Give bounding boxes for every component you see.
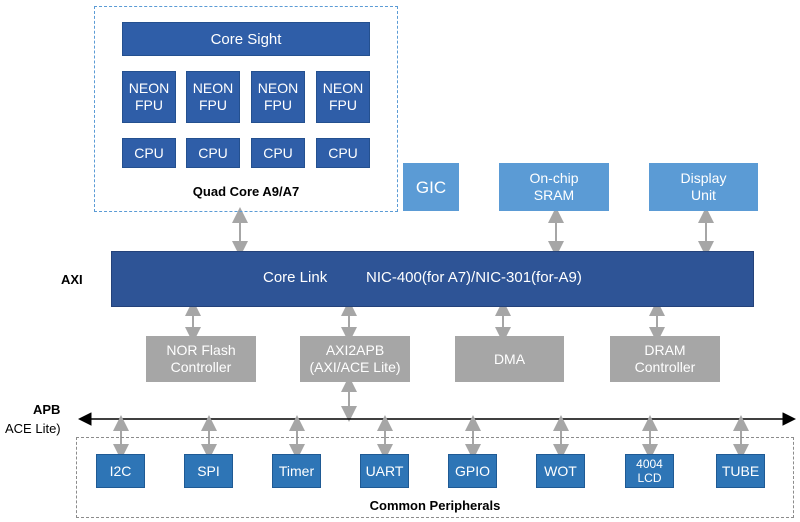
nor-flash-controller-block: NOR Flash Controller <box>146 336 256 382</box>
peripherals-title: Common Peripherals <box>369 498 501 513</box>
peripheral-spi: SPI <box>184 454 233 488</box>
cluster-title: Quad Core A9/A7 <box>192 184 300 199</box>
core-link-bus <box>111 251 754 307</box>
neon-fpu-block-3: NEON FPU <box>251 71 305 123</box>
apb-label: APB <box>33 402 61 417</box>
core-link-label: Core Link <box>263 269 328 286</box>
peripheral-4004-lcd: 4004 LCD <box>625 454 674 488</box>
cpu-block-1: CPU <box>122 138 176 168</box>
peripheral-wot: WOT <box>536 454 585 488</box>
peripheral-gpio: GPIO <box>448 454 497 488</box>
nic-label: NIC-400(for A7)/NIC-301(for-A9) <box>366 269 582 286</box>
peripheral-i2c: I2C <box>96 454 145 488</box>
apb-sublabel: ACE Lite) <box>5 421 61 436</box>
peripheral-timer: Timer <box>272 454 321 488</box>
peripheral-tube: TUBE <box>716 454 765 488</box>
cpu-cluster-group <box>94 6 398 212</box>
dma-block: DMA <box>455 336 564 382</box>
cpu-block-3: CPU <box>251 138 305 168</box>
axi2apb-block: AXI2APB (AXI/ACE Lite) <box>300 336 410 382</box>
peripherals-group <box>76 437 794 518</box>
display-unit-block: Display Unit <box>649 163 758 211</box>
dram-controller-block: DRAM Controller <box>610 336 720 382</box>
axi-label: AXI <box>61 272 83 287</box>
cpu-block-2: CPU <box>186 138 240 168</box>
gic-block: GIC <box>403 163 459 211</box>
cpu-block-4: CPU <box>316 138 370 168</box>
neon-fpu-block-2: NEON FPU <box>186 71 240 123</box>
onchip-sram-block: On-chip SRAM <box>499 163 609 211</box>
neon-fpu-block-1: NEON FPU <box>122 71 176 123</box>
peripheral-uart: UART <box>360 454 409 488</box>
coresight-block: Core Sight <box>122 22 370 56</box>
neon-fpu-block-4: NEON FPU <box>316 71 370 123</box>
